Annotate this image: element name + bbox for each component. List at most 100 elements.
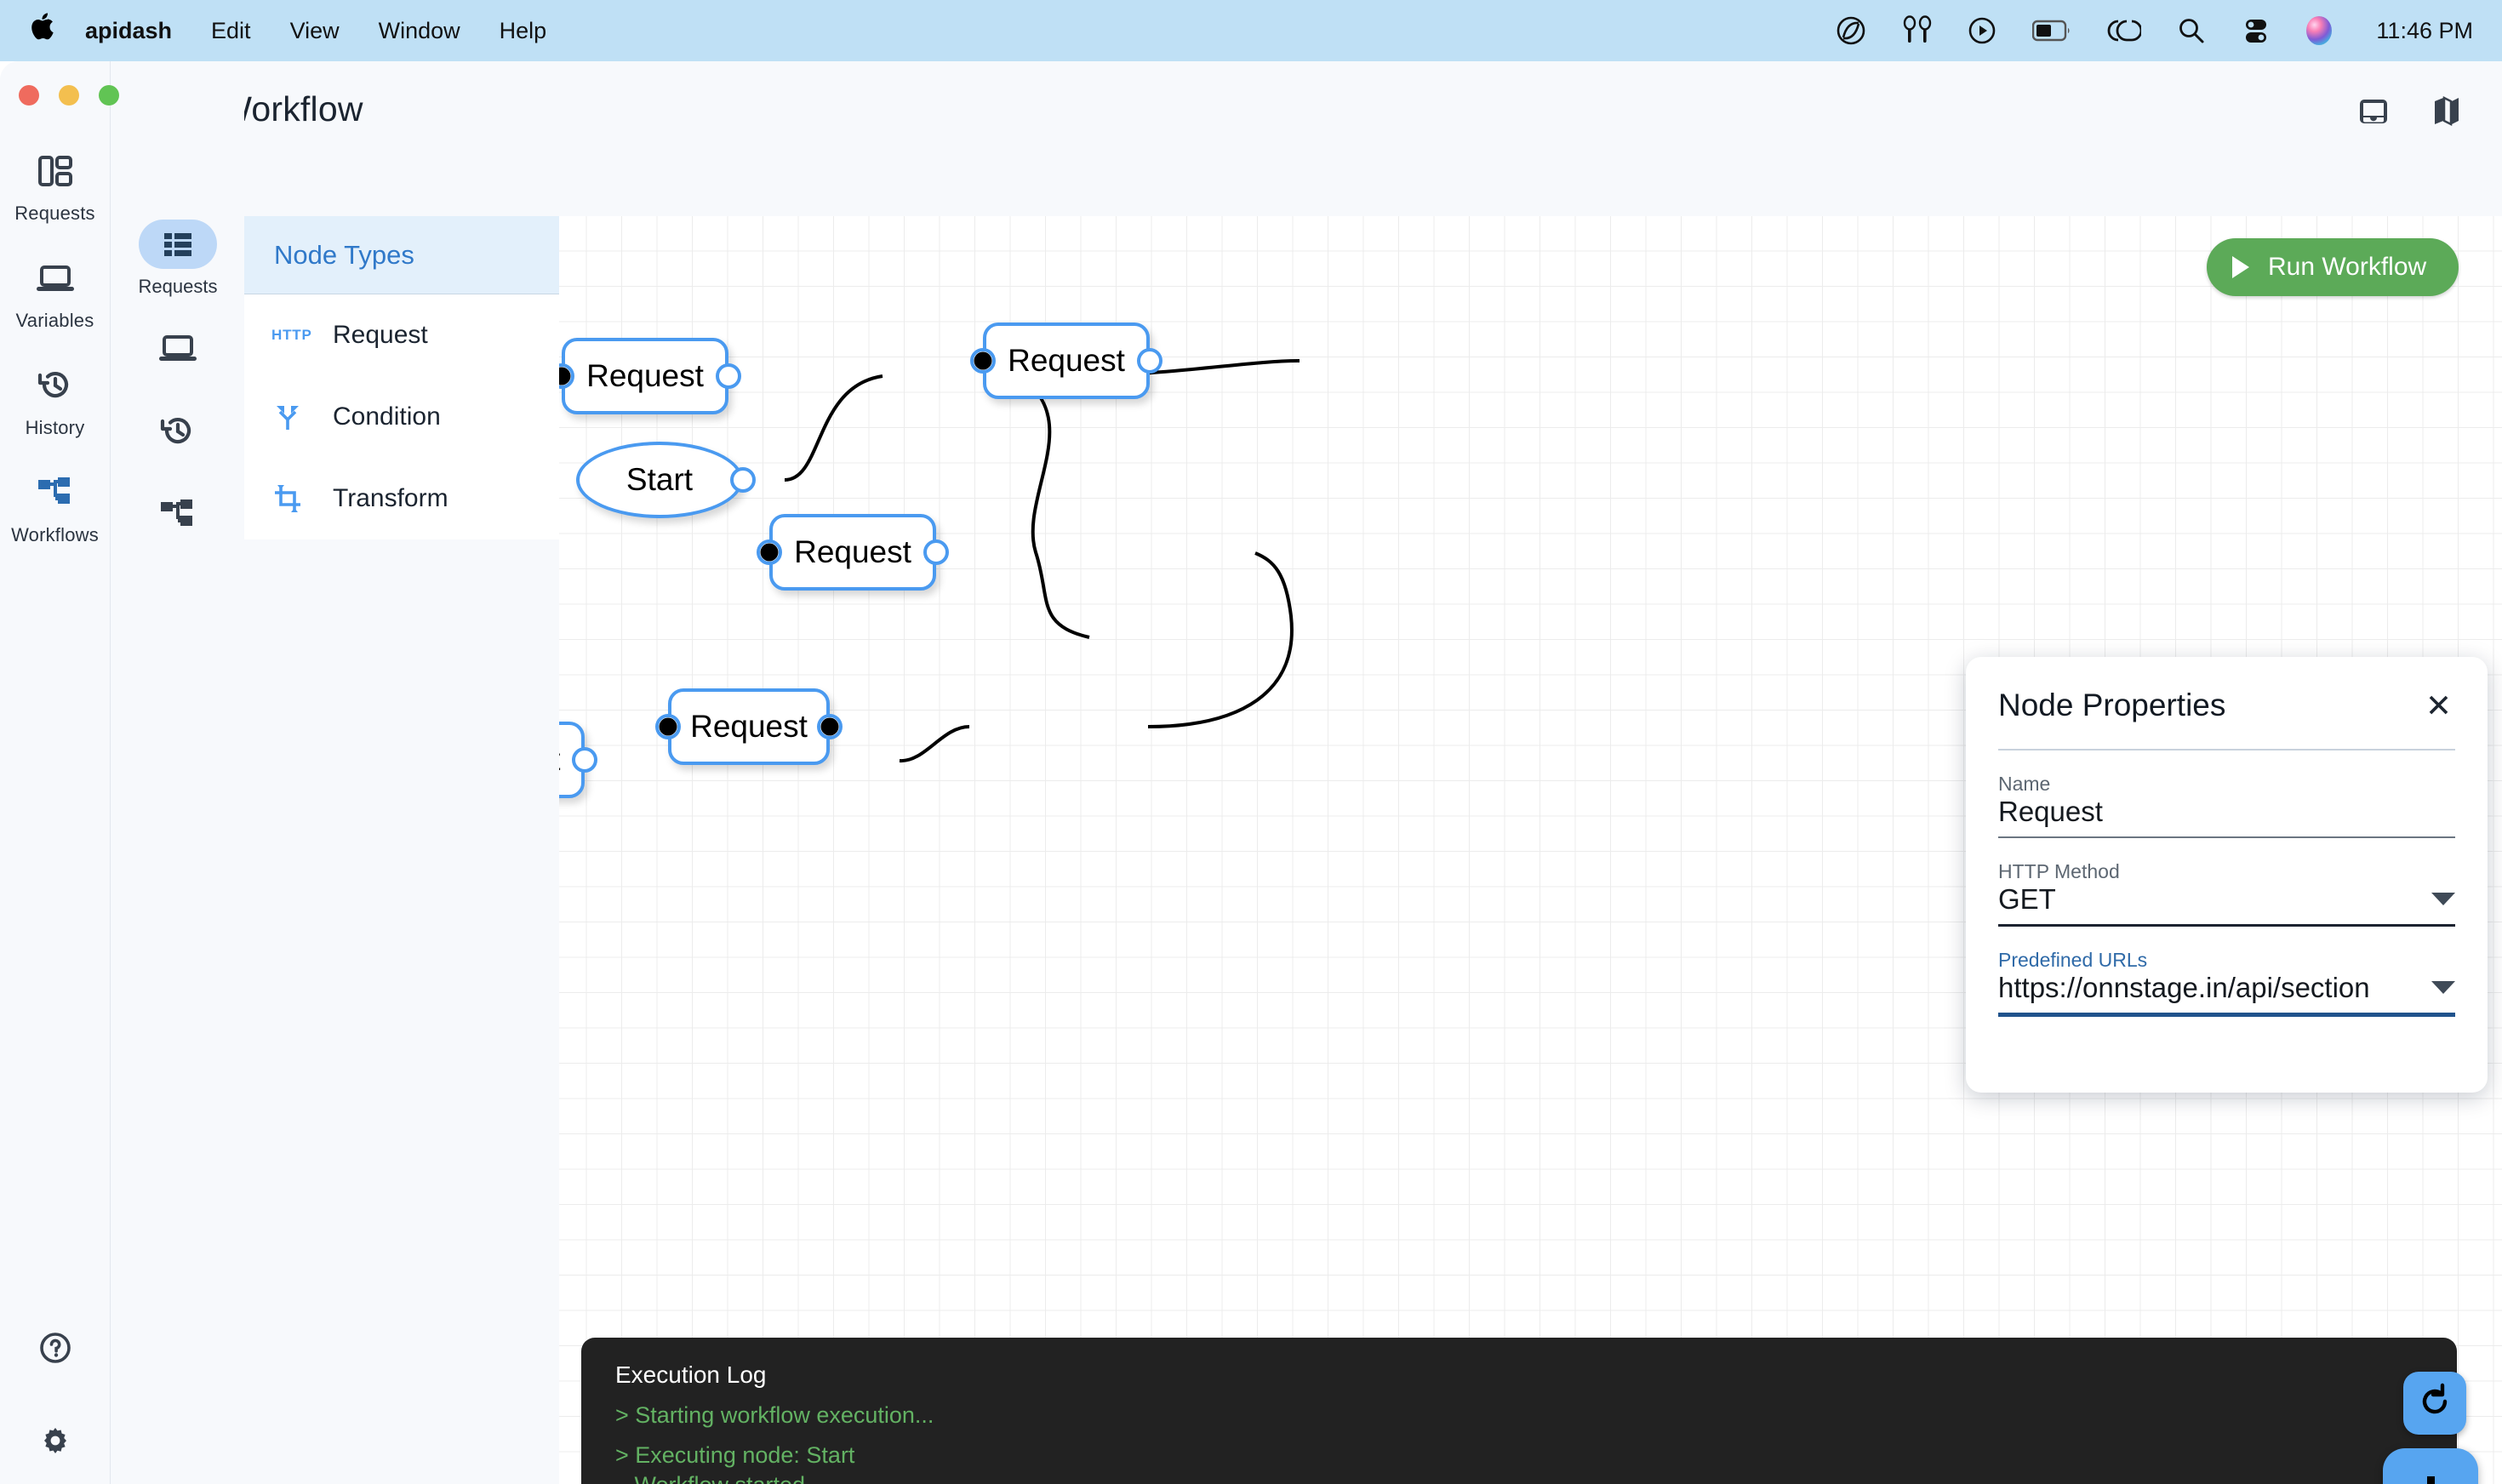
map-icon[interactable] bbox=[2432, 95, 2461, 128]
menu-item-view[interactable]: View bbox=[289, 17, 340, 43]
sidebar-item-requests[interactable]: Requests bbox=[0, 148, 111, 225]
log-line: Workflow started bbox=[615, 1472, 2423, 1484]
nav-item-requests[interactable]: Requests bbox=[139, 220, 217, 298]
macos-menu-bar: apidash Edit View Window Help 11:46 PM bbox=[0, 0, 2502, 61]
field-predefined-urls: Predefined URLs https://onnstage.in/api/… bbox=[1998, 949, 2455, 1017]
refresh-icon bbox=[2416, 1383, 2453, 1424]
plus-icon bbox=[2426, 1476, 2435, 1484]
search-icon[interactable] bbox=[2177, 16, 2206, 45]
name-field[interactable]: Request bbox=[1998, 796, 2103, 827]
laptop-icon bbox=[157, 329, 198, 371]
node-properties-panel: Node Properties ✕ Name Request HTTP Meth… bbox=[1966, 657, 2488, 1093]
predefined-urls-select[interactable]: https://onnstage.in/api/section bbox=[1998, 972, 2370, 1003]
menu-item-apidash[interactable]: apidash bbox=[85, 17, 173, 43]
help-circle-icon[interactable] bbox=[38, 1331, 72, 1369]
node-port-output[interactable] bbox=[1137, 348, 1162, 374]
chevron-down-icon[interactable] bbox=[2431, 893, 2455, 905]
workflow-node-request-bottom[interactable]: Request bbox=[655, 688, 843, 765]
workflow-node-request-middle[interactable]: Request bbox=[757, 514, 949, 591]
window-traffic-lights bbox=[19, 85, 119, 106]
creative-cloud-icon[interactable] bbox=[1835, 14, 1867, 47]
refresh-fab[interactable] bbox=[2403, 1372, 2466, 1435]
field-value-row[interactable]: https://onnstage.in/api/section bbox=[1998, 972, 2455, 1013]
apple-menu-icon[interactable] bbox=[29, 13, 54, 49]
siri-icon[interactable] bbox=[2306, 16, 2333, 45]
panel-toggle-icon[interactable] bbox=[2357, 95, 2390, 128]
node-type-condition[interactable]: Condition bbox=[244, 376, 559, 458]
history-icon bbox=[158, 413, 197, 454]
run-workflow-button[interactable]: Run Workflow bbox=[2207, 238, 2459, 296]
app-window: New Workflow Requests Variables Histo bbox=[0, 61, 2502, 1484]
execution-log-title: Execution Log bbox=[615, 1361, 767, 1388]
menu-item-edit[interactable]: Edit bbox=[211, 17, 251, 43]
node-port-output[interactable] bbox=[572, 747, 597, 773]
node-port-input[interactable] bbox=[757, 539, 782, 565]
primary-nav-rail: Requests Variables History Workflows bbox=[0, 61, 111, 1484]
node-label: Request bbox=[794, 534, 911, 569]
airpods-icon[interactable] bbox=[1903, 14, 1932, 47]
sidebar-item-history[interactable]: History bbox=[0, 362, 111, 439]
sidebar-item-label: Requests bbox=[14, 203, 95, 224]
workflow-node-request-top[interactable]: Request bbox=[559, 338, 741, 414]
chevron-down-icon[interactable] bbox=[2431, 981, 2455, 994]
log-line: > Starting workflow execution... bbox=[615, 1402, 934, 1428]
workflow-icon bbox=[36, 470, 75, 516]
node-label: Request bbox=[586, 358, 704, 393]
gear-icon[interactable] bbox=[38, 1424, 72, 1462]
sidebar-item-variables[interactable]: Variables bbox=[0, 255, 111, 332]
play-circle-icon[interactable] bbox=[1968, 16, 1996, 45]
field-value-row[interactable]: GET bbox=[1998, 883, 2455, 924]
close-icon[interactable]: ✕ bbox=[2425, 688, 2452, 723]
field-underline bbox=[1998, 1013, 2455, 1017]
run-workflow-label: Run Workflow bbox=[2268, 253, 2427, 281]
control-center-icon[interactable] bbox=[2242, 16, 2271, 45]
http-icon: HTTP bbox=[271, 327, 312, 343]
node-label: Request bbox=[559, 742, 560, 778]
node-port-output[interactable] bbox=[817, 714, 843, 739]
node-types-title: Node Types bbox=[274, 239, 414, 270]
workflow-node-request-bottom-left[interactable]: Request bbox=[559, 722, 597, 798]
node-type-transform[interactable]: Transform bbox=[244, 458, 559, 539]
menu-bar-clock[interactable]: 11:46 PM bbox=[2376, 17, 2473, 43]
node-type-request[interactable]: HTTP Request bbox=[244, 294, 559, 376]
node-label: Request bbox=[690, 709, 808, 744]
nav-item-workflows[interactable] bbox=[158, 490, 197, 543]
transform-icon bbox=[271, 482, 321, 515]
node-port-output[interactable] bbox=[923, 539, 949, 565]
menu-bar-status-area: 11:46 PM bbox=[1835, 14, 2473, 47]
log-line: > Executing node: Start bbox=[615, 1442, 855, 1468]
battery-icon[interactable] bbox=[2032, 19, 2071, 43]
close-button[interactable] bbox=[19, 85, 39, 106]
field-label: Name bbox=[1998, 773, 2051, 795]
node-label: Start bbox=[626, 462, 694, 497]
maximize-button[interactable] bbox=[99, 85, 119, 106]
node-port-input[interactable] bbox=[655, 714, 681, 739]
nav-item-history[interactable] bbox=[158, 407, 197, 459]
minimize-button[interactable] bbox=[59, 85, 79, 106]
menu-item-help[interactable]: Help bbox=[499, 17, 547, 43]
header-icon-group bbox=[2357, 95, 2461, 128]
dashboard-icon bbox=[37, 148, 74, 194]
add-fab[interactable] bbox=[2383, 1448, 2478, 1484]
field-value-row[interactable]: Request bbox=[1998, 796, 2455, 836]
menu-item-window[interactable]: Window bbox=[378, 17, 460, 43]
laptop-icon bbox=[35, 255, 76, 301]
node-port-output[interactable] bbox=[716, 363, 741, 389]
http-method-select[interactable]: GET bbox=[1998, 883, 2056, 915]
field-http-method: HTTP Method GET bbox=[1998, 860, 2455, 927]
node-port-input[interactable] bbox=[559, 363, 574, 389]
node-port-input[interactable] bbox=[970, 348, 996, 374]
history-icon bbox=[36, 362, 75, 408]
workflow-node-request-top-right[interactable]: Request bbox=[970, 322, 1162, 399]
execution-log-panel: Execution Log > Starting workflow execut… bbox=[581, 1338, 2457, 1484]
play-icon bbox=[2232, 256, 2249, 278]
node-port-output[interactable] bbox=[730, 467, 756, 493]
field-underline bbox=[1998, 924, 2455, 927]
workflow-node-start[interactable]: Start bbox=[576, 442, 756, 518]
nav-item-variables[interactable] bbox=[157, 323, 198, 376]
field-underline bbox=[1998, 836, 2455, 838]
workflow-icon bbox=[158, 497, 197, 537]
sidebar-item-workflows[interactable]: Workflows bbox=[0, 470, 111, 546]
chain-link-icon[interactable] bbox=[2107, 16, 2142, 45]
node-type-label: Condition bbox=[333, 402, 441, 431]
